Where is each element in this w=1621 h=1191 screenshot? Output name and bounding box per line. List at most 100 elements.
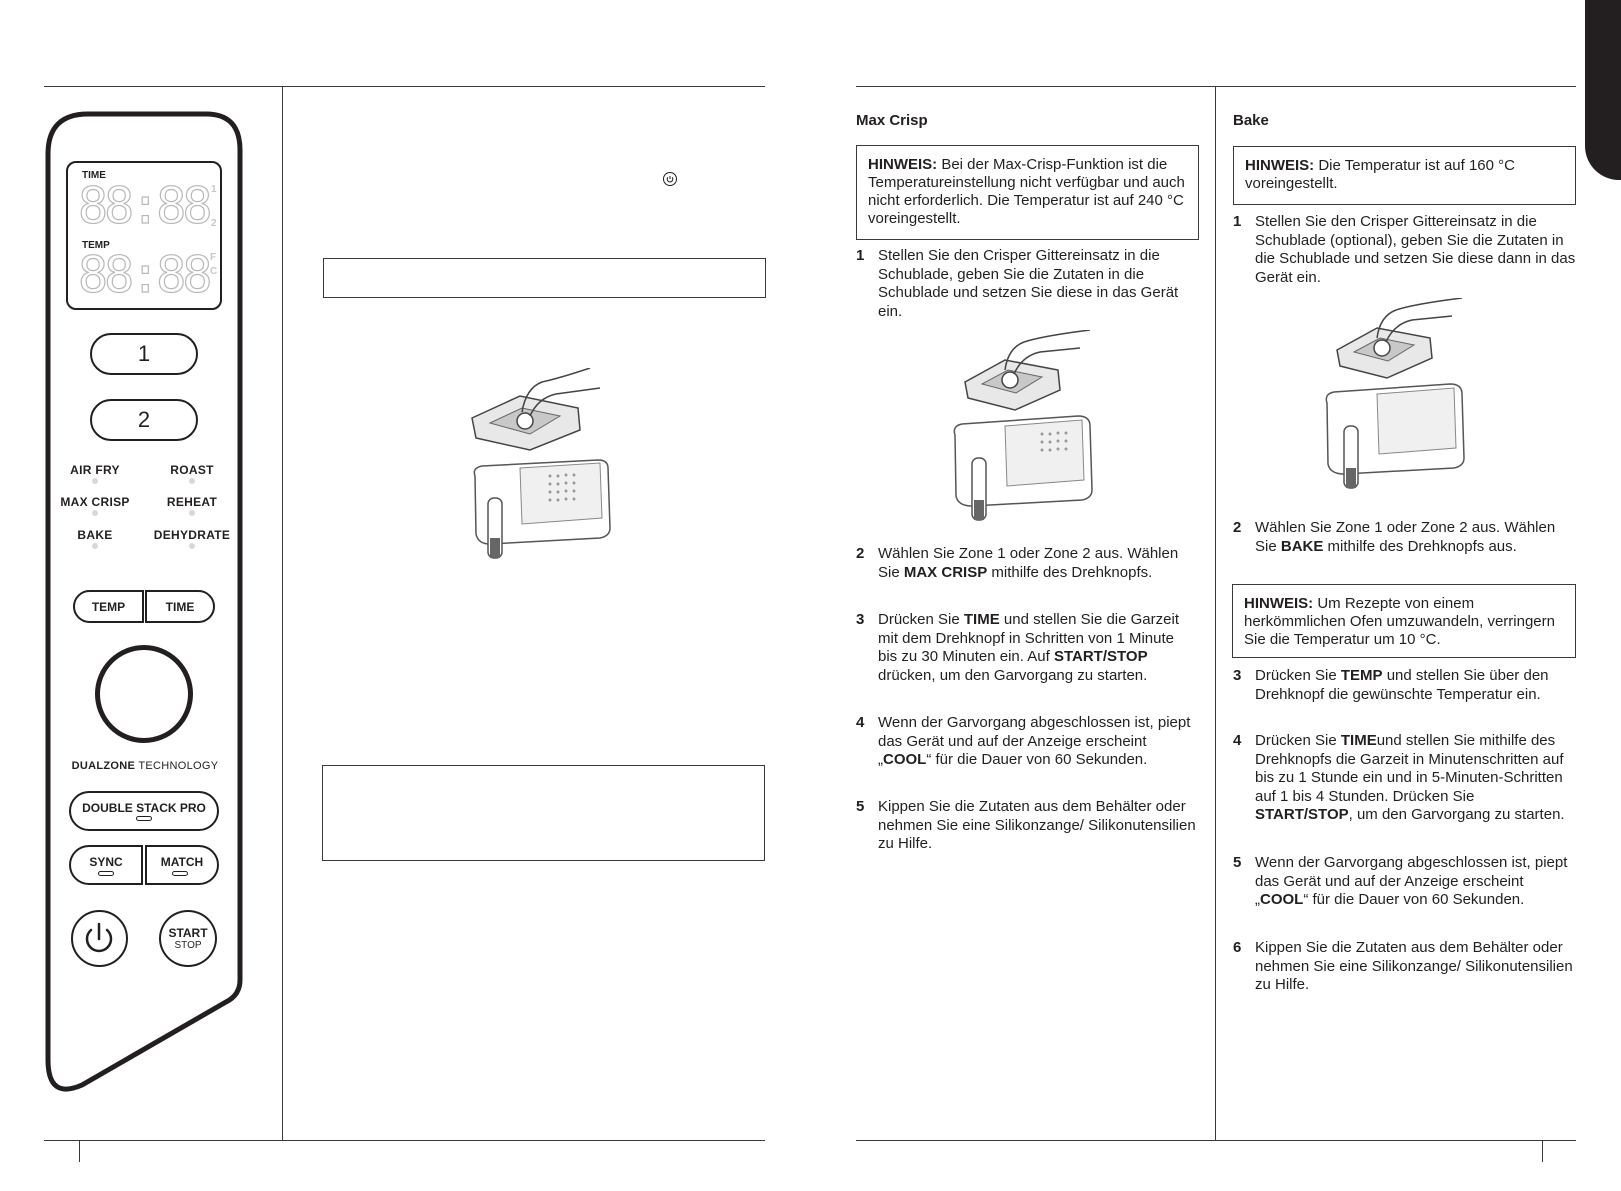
step-number: 5	[856, 798, 865, 815]
reheat-led	[189, 510, 195, 516]
step-number: 2	[856, 545, 865, 562]
bake-note-2-label: HINWEIS:	[1244, 595, 1314, 612]
lcd-fahrenheit-indicator: F	[210, 252, 217, 263]
max-crisp-led	[92, 510, 98, 516]
step-text: Drücken Sie TIMEund stellen Sie mithilfe…	[1255, 732, 1565, 823]
step-number: 1	[1233, 213, 1242, 230]
step-number: 6	[1233, 939, 1242, 956]
bake-step-2: 2 Wählen Sie Zone 1 oder Zone 2 aus. Wäh…	[1233, 519, 1576, 575]
match-led	[172, 871, 188, 876]
bake-heading: Bake	[1233, 112, 1269, 129]
step-text: Wählen Sie Zone 1 oder Zone 2 aus. Wähle…	[878, 545, 1179, 581]
max-crisp-step-5: 5 Kippen Sie die Zutaten aus dem Behälte…	[856, 798, 1208, 854]
crisper-plate-illustration	[471, 368, 611, 559]
step-text: Wählen Sie Zone 1 oder Zone 2 aus. Wähle…	[1255, 519, 1556, 555]
empty-note-box-top	[323, 258, 766, 298]
right-column-divider	[1215, 86, 1216, 1140]
air-fry-led	[92, 478, 98, 484]
lcd-temp-label: TEMP	[82, 240, 110, 251]
step-text: Wenn der Garvorgang abgeschlossen ist, p…	[1255, 854, 1568, 908]
max-crisp-illustration	[953, 330, 1093, 521]
step-text: Stellen Sie den Crisper Gittereinsatz in…	[878, 247, 1179, 320]
function-air-fry[interactable]: AIR FRY	[70, 463, 120, 477]
step-number: 4	[1233, 732, 1242, 749]
start-label: START	[168, 926, 208, 940]
function-dehydrate[interactable]: DEHYDRATE	[153, 528, 231, 542]
start-stop-button[interactable]: START STOP	[159, 910, 217, 967]
max-crisp-step-4: 4 Wenn der Garvorgang abgeschlossen ist,…	[856, 714, 1196, 789]
right-page-bottom-rule	[856, 1140, 1576, 1141]
max-crisp-step-3: 3 Drücken Sie TIME und stellen Sie die G…	[856, 611, 1196, 704]
step-text: Drücken Sie TIME und stellen Sie die Gar…	[878, 611, 1179, 684]
bake-led	[92, 543, 98, 549]
sync-button[interactable]: SYNC	[69, 845, 143, 885]
step-text: Stellen Sie den Crisper Gittereinsatz in…	[1255, 213, 1576, 286]
max-crisp-note: HINWEIS: Bei der Max-Crisp-Funktion ist …	[856, 145, 1199, 240]
step-text: Drücken Sie TEMP und stellen Sie über de…	[1255, 667, 1549, 703]
roast-led	[189, 478, 195, 484]
power-icon	[85, 922, 113, 953]
zone-1-button[interactable]: 1	[90, 333, 198, 375]
bake-note-1: HINWEIS: Die Temperatur ist auf 160 °C v…	[1233, 146, 1576, 205]
empty-note-box-bottom	[322, 765, 765, 861]
lcd-temp-digits: 88:88	[77, 246, 213, 304]
control-dial[interactable]	[95, 645, 193, 743]
dualzone-technology-label: DUALZONE TECHNOLOGY	[60, 760, 230, 772]
bake-step-3: 3 Drücken Sie TEMP und stellen Sie über …	[1233, 667, 1576, 723]
function-max-crisp[interactable]: MAX CRISP	[60, 495, 130, 509]
bake-illustration	[1325, 298, 1465, 489]
bake-note-1-label: HINWEIS:	[1245, 157, 1315, 174]
max-crisp-note-label: HINWEIS:	[868, 156, 938, 173]
bake-step-4: 4 Drücken Sie TIMEund stellen Sie mithil…	[1233, 732, 1576, 844]
max-crisp-note-text: Bei der Max-Crisp-Funktion ist die Tempe…	[868, 156, 1185, 227]
double-stack-pro-led	[136, 816, 152, 821]
dehydrate-led	[189, 543, 195, 549]
crop-mark-right	[1542, 1140, 1543, 1162]
step-number: 2	[1233, 519, 1242, 536]
bake-step-5: 5 Wenn der Garvorgang abgeschlossen ist,…	[1233, 854, 1576, 929]
lcd-zone2-indicator: 2	[211, 218, 217, 229]
bake-note-2-text: Um Rezepte von einem herkömmlichen Ofen …	[1244, 595, 1555, 648]
bake-note-2: HINWEIS: Um Rezepte von einem herkömmlic…	[1232, 584, 1576, 658]
time-button[interactable]: TIME	[145, 590, 215, 623]
function-reheat[interactable]: REHEAT	[166, 495, 218, 509]
max-crisp-step-1: 1 Stellen Sie den Crisper Gittereinsatz …	[856, 247, 1196, 322]
control-panel-outline	[45, 111, 243, 1092]
function-roast[interactable]: ROAST	[170, 463, 214, 477]
step-number: 5	[1233, 854, 1242, 871]
dualzone-rest: TECHNOLOGY	[135, 760, 219, 772]
zone-2-button[interactable]: 2	[90, 399, 198, 441]
right-page-top-rule	[856, 86, 1576, 87]
lcd-celsius-indicator: C	[210, 266, 218, 277]
bake-step-1: 1 Stellen Sie den Crisper Gittereinsatz …	[1233, 213, 1576, 288]
lcd-time-digits: 88:88	[77, 177, 213, 235]
step-number: 3	[856, 611, 865, 628]
lcd-time-label: TIME	[82, 170, 106, 181]
power-button[interactable]	[71, 910, 128, 967]
step-text: Wenn der Garvorgang abgeschlossen ist, p…	[878, 714, 1191, 768]
dualzone-bold: DUALZONE	[71, 760, 136, 772]
step-number: 3	[1233, 667, 1242, 684]
lcd-zone1-indicator: 1	[211, 184, 217, 195]
step-number: 4	[856, 714, 865, 731]
double-stack-pro-label: DOUBLE STACK PRO	[82, 801, 206, 815]
max-crisp-step-2: 2 Wählen Sie Zone 1 oder Zone 2 aus. Wäh…	[856, 545, 1196, 601]
step-number: 1	[856, 247, 865, 264]
sync-led	[98, 871, 114, 876]
match-button[interactable]: MATCH	[145, 845, 219, 885]
bake-note-1-text: Die Temperatur ist auf 160 °C voreingest…	[1245, 157, 1515, 192]
match-label: MATCH	[160, 855, 204, 869]
section-tab	[1585, 0, 1621, 180]
crop-mark-left	[79, 1140, 80, 1162]
double-stack-pro-button[interactable]: DOUBLE STACK PRO	[69, 791, 219, 831]
sync-label: SYNC	[89, 855, 123, 869]
step-text: Kippen Sie die Zutaten aus dem Behälter …	[878, 798, 1196, 852]
power-symbol-icon	[663, 172, 677, 186]
function-bake[interactable]: BAKE	[77, 528, 113, 542]
left-page-top-rule	[44, 86, 765, 87]
stop-label: STOP	[174, 940, 202, 951]
left-page-bottom-rule	[44, 1140, 765, 1141]
temp-button[interactable]: TEMP	[73, 590, 144, 623]
bake-step-6: 6 Kippen Sie die Zutaten aus dem Behälte…	[1233, 939, 1581, 995]
max-crisp-heading: Max Crisp	[856, 112, 928, 129]
